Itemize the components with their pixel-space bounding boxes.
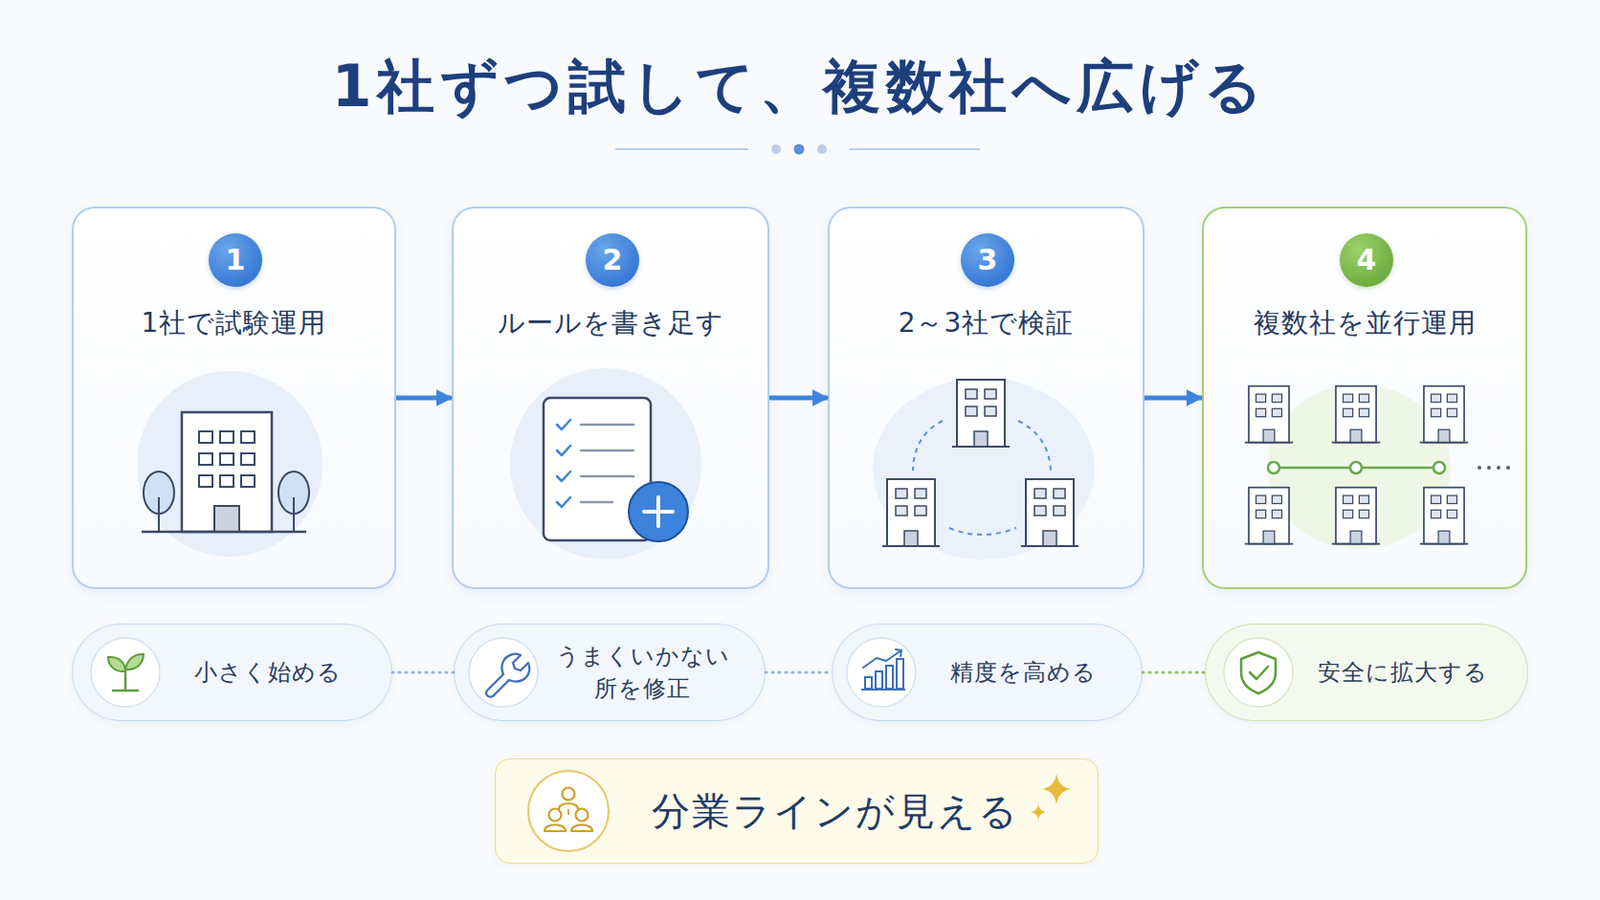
- step-card: 1社で試験運用 1: [71, 206, 397, 590]
- goal-pill: 小さく始める: [71, 623, 393, 722]
- step-badge: 2: [585, 233, 640, 288]
- title-divider-part: [817, 144, 827, 155]
- step-title: 2～3社で検証: [829, 304, 1143, 343]
- result-box: 分業ラインが見える: [494, 758, 1099, 865]
- goal-pill: うまくいかない 所を修正: [453, 623, 766, 722]
- result-text: 分業ラインが見える: [610, 759, 1060, 864]
- goal-pill: 安全に拡大する: [1204, 623, 1529, 722]
- title-divider: [615, 144, 980, 156]
- step-card: 複数社を並行運用 4: [1201, 206, 1528, 590]
- flow-arrow: [769, 396, 828, 401]
- goal-text: うまくいかない 所を修正: [555, 624, 731, 721]
- flow-arrow: [396, 396, 452, 401]
- goal-text: 小さく始める: [173, 624, 363, 721]
- title-divider-part: [615, 148, 749, 151]
- dotted-connector: [765, 671, 832, 675]
- goal-text: 安全に拡大する: [1306, 624, 1499, 721]
- step-card: 2～3社で検証 3: [827, 206, 1145, 590]
- step-badge: 1: [208, 233, 263, 288]
- flow-arrow: [1144, 396, 1202, 401]
- goal-pill: 精度を高める: [831, 623, 1143, 722]
- goal-text: 精度を高める: [933, 624, 1113, 721]
- step-number: 4: [1356, 233, 1378, 288]
- step-number: 2: [602, 233, 623, 288]
- title-divider-part: [771, 144, 781, 155]
- step-badge: 4: [1339, 233, 1394, 288]
- step-title: ルールを書き足す: [453, 304, 768, 343]
- dotted-connector: [1142, 671, 1205, 675]
- step-title: 1社で試験運用: [73, 304, 395, 343]
- step-badge: 3: [960, 233, 1015, 288]
- dotted-connector: [392, 671, 454, 675]
- title-divider-part: [849, 148, 980, 151]
- diagram-title: 1社ずつ試して、複数社へ広げる: [0, 45, 1600, 127]
- step-number: 1: [225, 233, 246, 288]
- step-number: 3: [977, 233, 999, 288]
- step-card: ルールを書き足す 2: [451, 206, 770, 590]
- title-divider-part: [794, 144, 805, 156]
- step-title: 複数社を並行運用: [1203, 304, 1526, 343]
